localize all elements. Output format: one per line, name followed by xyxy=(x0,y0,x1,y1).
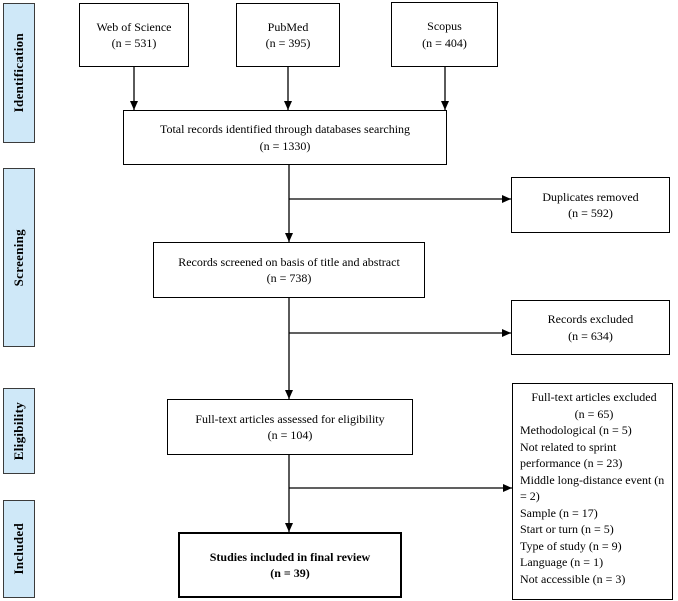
exclusion-reason: Not related to sprint performance (n = 2… xyxy=(520,439,623,471)
exclusion-reason: Methodological (n = 5) xyxy=(520,423,632,438)
box-web-of-science-title: Web of Science xyxy=(96,19,172,34)
exclusion-reason: Start or turn (n = 5) xyxy=(520,522,614,537)
box-studies-included: Studies included in final review (n = 39… xyxy=(178,532,402,598)
stage-screening: Screening xyxy=(3,168,35,347)
box-web-of-science: Web of Science (n = 531) xyxy=(79,3,189,67)
stage-eligibility-label: Eligibility xyxy=(11,401,26,461)
box-duplicates-removed: Duplicates removed (n = 592) xyxy=(511,177,670,233)
box-fulltext-assessed: Full-text articles assessed for eligibil… xyxy=(167,399,413,455)
stage-included: Included xyxy=(3,500,35,598)
box-fulltext-assessed-count: (n = 104) xyxy=(267,428,313,442)
stage-eligibility: Eligibility xyxy=(3,388,35,474)
box-fulltext-excluded-count: (n = 65) xyxy=(574,406,614,421)
box-scopus-count: (n = 404) xyxy=(422,35,467,50)
box-pubmed: PubMed (n = 395) xyxy=(236,3,340,67)
box-scopus-title: Scopus xyxy=(427,19,462,34)
box-pubmed-title: PubMed xyxy=(267,19,309,34)
box-duplicates-removed-count: (n = 592) xyxy=(568,206,613,220)
box-web-of-science-count: (n = 531) xyxy=(111,36,157,50)
box-records-screened-title: Records screened on basis of title and a… xyxy=(178,254,400,269)
box-duplicates-removed-title: Duplicates removed xyxy=(542,189,639,204)
box-fulltext-assessed-title: Full-text articles assessed for eligibil… xyxy=(195,411,385,426)
exclusion-reason: Sample (n = 17) xyxy=(520,505,598,520)
stage-included-label: Included xyxy=(11,523,26,575)
box-fulltext-excluded: Full-text articles excluded (n = 65) Met… xyxy=(512,383,673,600)
exclusion-reason: Not accessible (n = 3) xyxy=(520,572,626,587)
box-pubmed-count: (n = 395) xyxy=(265,36,311,50)
box-scopus: Scopus (n = 404) xyxy=(391,2,498,67)
exclusion-reason: Language (n = 1) xyxy=(520,555,604,570)
box-studies-included-count: (n = 39) xyxy=(270,566,310,580)
box-records-excluded: Records excluded (n = 634) xyxy=(511,300,670,355)
box-total-records-count: (n = 1330) xyxy=(259,138,311,153)
box-records-screened-count: (n = 738) xyxy=(266,271,312,285)
stage-identification: Identification xyxy=(3,3,35,143)
exclusion-reason: Type of study (n = 9) xyxy=(520,538,622,553)
exclusion-reason: Middle long-distance event (n = 2) xyxy=(520,472,665,504)
box-records-screened: Records screened on basis of title and a… xyxy=(153,242,425,298)
box-records-excluded-count: (n = 634) xyxy=(568,328,613,343)
stage-screening-label: Screening xyxy=(11,228,26,287)
box-studies-included-title: Studies included in final review xyxy=(209,549,371,564)
stage-identification-label: Identification xyxy=(11,33,26,113)
box-total-records-title: Total records identified through databas… xyxy=(159,122,411,137)
box-records-excluded-title: Records excluded xyxy=(547,312,634,327)
box-total-records: Total records identified through databas… xyxy=(123,110,447,165)
box-fulltext-excluded-title: Full-text articles excluded xyxy=(531,390,657,404)
